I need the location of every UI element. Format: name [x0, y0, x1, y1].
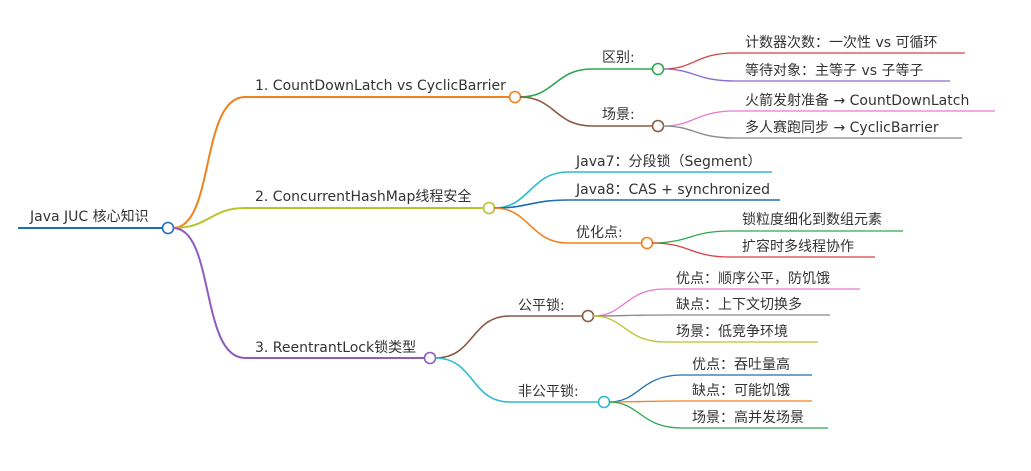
difference-toggle[interactable] [651, 62, 665, 76]
scenario-toggle[interactable] [651, 119, 665, 133]
branch-1[interactable]: 1. CountDownLatch vs CyclicBarrier [245, 78, 522, 104]
scenario-label: 场景: [602, 107, 635, 123]
root-label: Java JUC 核心知识 [29, 208, 149, 225]
svg-text:缺点：可能饥饿: 缺点：可能饥饿 [692, 383, 790, 399]
node-optimization[interactable]: 优化点: [568, 225, 654, 250]
branch-1-label: 1. CountDownLatch vs CyclicBarrier [255, 78, 506, 94]
difference-label: 区别: [602, 50, 635, 66]
fair-lock-label: 公平锁: [518, 298, 565, 314]
leaf-optimization-1: 锁粒度细化到数组元素 [730, 212, 903, 232]
fair-lock-toggle[interactable] [581, 309, 595, 323]
svg-text:Java8：CAS + synchronized: Java8：CAS + synchronized [575, 182, 770, 198]
leaf-optimization-2: 扩容时多线程协作 [730, 238, 875, 258]
root-collapse-toggle[interactable] [161, 221, 175, 235]
svg-text:火箭发射准备 → CountDownLatch: 火箭发射准备 → CountDownLatch [745, 92, 969, 109]
svg-text:场景：低竞争环境: 场景：低竞争环境 [676, 323, 788, 340]
branch-2-label: 2. ConcurrentHashMap线程安全 [255, 188, 471, 205]
svg-text:优点：顺序公平，防饥饿: 优点：顺序公平，防饥饿 [676, 271, 830, 287]
svg-text:多人赛跑同步 → CyclicBarrier: 多人赛跑同步 → CyclicBarrier [745, 119, 939, 136]
svg-text:Java7：分段锁（Segment）: Java7：分段锁（Segment） [575, 154, 761, 170]
leaf-difference-2: 等待对象：主等子 vs 子等子 [735, 62, 950, 82]
leaf-fair-2: 缺点：上下文切换多 [665, 296, 830, 316]
svg-text:计数器次数：一次性 vs 可循环: 计数器次数：一次性 vs 可循环 [745, 35, 937, 51]
svg-text:扩容时多线程协作: 扩容时多线程协作 [742, 238, 854, 255]
leaf-scenario-2: 多人赛跑同步 → CyclicBarrier [735, 119, 962, 139]
leaf-unfair-1: 优点：吞吐量高 [682, 356, 812, 376]
branch-3-toggle[interactable] [423, 351, 437, 365]
branch-3[interactable]: 3. ReentrantLock锁类型 [245, 340, 437, 365]
branch-2-toggle[interactable] [482, 201, 496, 215]
branch-3-label: 3. ReentrantLock锁类型 [255, 340, 416, 356]
leaf-fair-1: 优点：顺序公平，防饥饿 [665, 271, 860, 290]
node-difference[interactable]: 区别: [592, 50, 665, 76]
optimization-toggle[interactable] [640, 236, 654, 250]
root-node[interactable]: Java JUC 核心知识 [18, 208, 175, 235]
leaf-fair-3: 场景：低竞争环境 [665, 323, 818, 343]
node-fair-lock[interactable]: 公平锁: [510, 298, 595, 323]
svg-text:优点：吞吐量高: 优点：吞吐量高 [692, 356, 790, 373]
svg-text:锁粒度细化到数组元素: 锁粒度细化到数组元素 [742, 212, 882, 228]
leaf-unfair-2: 缺点：可能饥饿 [682, 383, 812, 402]
branch-2[interactable]: 2. ConcurrentHashMap线程安全 [245, 188, 496, 215]
leaf-scenario-1: 火箭发射准备 → CountDownLatch [735, 92, 995, 112]
leaf-unfair-3: 场景：高并发场景 [682, 409, 828, 429]
unfair-lock-toggle[interactable] [597, 395, 611, 409]
svg-text:缺点：上下文切换多: 缺点：上下文切换多 [676, 296, 802, 313]
optimization-label: 优化点: [576, 225, 623, 241]
leaf-difference-1: 计数器次数：一次性 vs 可循环 [735, 35, 965, 54]
node-scenario[interactable]: 场景: [592, 107, 665, 133]
leaf-java7: Java7：分段锁（Segment） [568, 154, 772, 173]
svg-text:等待对象：主等子 vs 子等子: 等待对象：主等子 vs 子等子 [745, 62, 923, 79]
node-unfair-lock[interactable]: 非公平锁: [510, 384, 611, 409]
leaf-java8: Java8：CAS + synchronized [568, 182, 780, 201]
unfair-lock-label: 非公平锁: [518, 384, 579, 400]
branch-1-toggle[interactable] [508, 90, 522, 104]
svg-text:场景：高并发场景: 场景：高并发场景 [692, 409, 804, 426]
